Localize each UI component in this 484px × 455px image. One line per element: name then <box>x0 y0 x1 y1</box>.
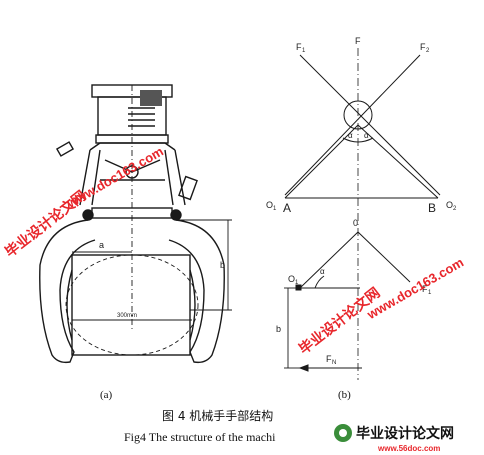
workpiece-right-curve <box>189 269 196 341</box>
label-O1-low-sub: 1 <box>295 280 299 286</box>
panel-b-label: (b) <box>338 389 351 401</box>
label-F1-low: F <box>422 284 428 294</box>
left-jaw <box>39 219 96 364</box>
label-A: A <box>283 201 291 215</box>
workpiece <box>71 254 191 356</box>
O1-marker <box>295 284 302 291</box>
watermark-right-cn: 毕业设计论文网 <box>296 284 384 358</box>
label-B: B <box>428 201 436 215</box>
label-b-low: b <box>276 324 281 334</box>
label-O1: O <box>266 200 273 210</box>
label-F1-low-sub: 1 <box>428 290 432 296</box>
label-FN: F <box>326 354 332 364</box>
base-plate <box>91 207 173 219</box>
label-O2: O <box>446 200 453 210</box>
dim-a-label: a <box>99 240 104 250</box>
footer-cn-text: 毕业设计论文网 <box>356 425 454 442</box>
alpha-arc <box>342 137 374 143</box>
lower-right-link <box>357 231 411 283</box>
label-FN-sub: N <box>332 360 336 366</box>
link-left <box>104 159 133 173</box>
triangle-left <box>284 124 359 199</box>
label-O2-sub: 2 <box>453 206 457 212</box>
label-F1-top: F <box>296 42 302 52</box>
caption-chinese: 图 4 机械手手部结构 <box>162 408 273 423</box>
panel-a-label: (a) <box>100 389 113 401</box>
label-alpha-low: α <box>320 267 325 276</box>
label-zero: 0 <box>353 218 358 228</box>
triangle-right <box>357 124 439 199</box>
left-arm-outer <box>79 149 91 206</box>
diagonal-F1 <box>299 54 441 196</box>
FN-arrowhead <box>298 364 309 372</box>
watermark-right: 毕业设计论文网 <box>296 284 384 358</box>
right-small-part <box>178 175 198 201</box>
dim-300-label: 300mm <box>117 313 137 319</box>
force-diagram <box>284 48 441 380</box>
linkage-top <box>89 142 176 151</box>
watermark-left-url-text: www.doc163.com <box>63 144 165 212</box>
workpiece-left-curve <box>66 269 73 341</box>
alpha-low-arc <box>314 275 325 289</box>
label-O1-sub: 1 <box>273 206 277 212</box>
label-F2-top-sub: 2 <box>426 48 430 54</box>
link-right <box>131 159 161 173</box>
watermark-left-url: www.doc163.com <box>63 144 165 212</box>
right-jaw <box>168 219 225 364</box>
label-F2-top: F <box>420 42 426 52</box>
diagonal-F2 <box>284 54 421 196</box>
footer-url-text: www.56doc.com <box>377 444 440 453</box>
watermark-right-url: www.doc163.com <box>364 255 466 323</box>
right-arm-outer <box>174 149 186 206</box>
left-small-part <box>55 141 75 157</box>
workpiece-dashed-outline <box>65 254 199 356</box>
lower-left-link <box>299 231 359 289</box>
central-pin <box>125 165 139 179</box>
label-alpha-right: α <box>364 131 369 140</box>
watermark-right-url-text: www.doc163.com <box>364 255 466 323</box>
logo-inner <box>339 429 347 437</box>
label-alpha-left: α <box>348 131 353 140</box>
gripper-structure-drawing <box>39 84 232 364</box>
dim-b-label: b <box>220 260 225 270</box>
right-arm-inner <box>164 149 174 206</box>
label-F1-top-sub: 1 <box>302 48 306 54</box>
footer-logo: 毕业设计论文网 www.56doc.com <box>334 424 454 453</box>
label-F: F <box>355 36 361 46</box>
cylinder-hatch <box>140 90 162 106</box>
left-arm-inner <box>91 149 101 206</box>
label-O1-low: O <box>288 274 295 284</box>
caption-english: Fig4 The structure of the machi <box>124 430 276 444</box>
pivot-circle <box>343 100 373 130</box>
